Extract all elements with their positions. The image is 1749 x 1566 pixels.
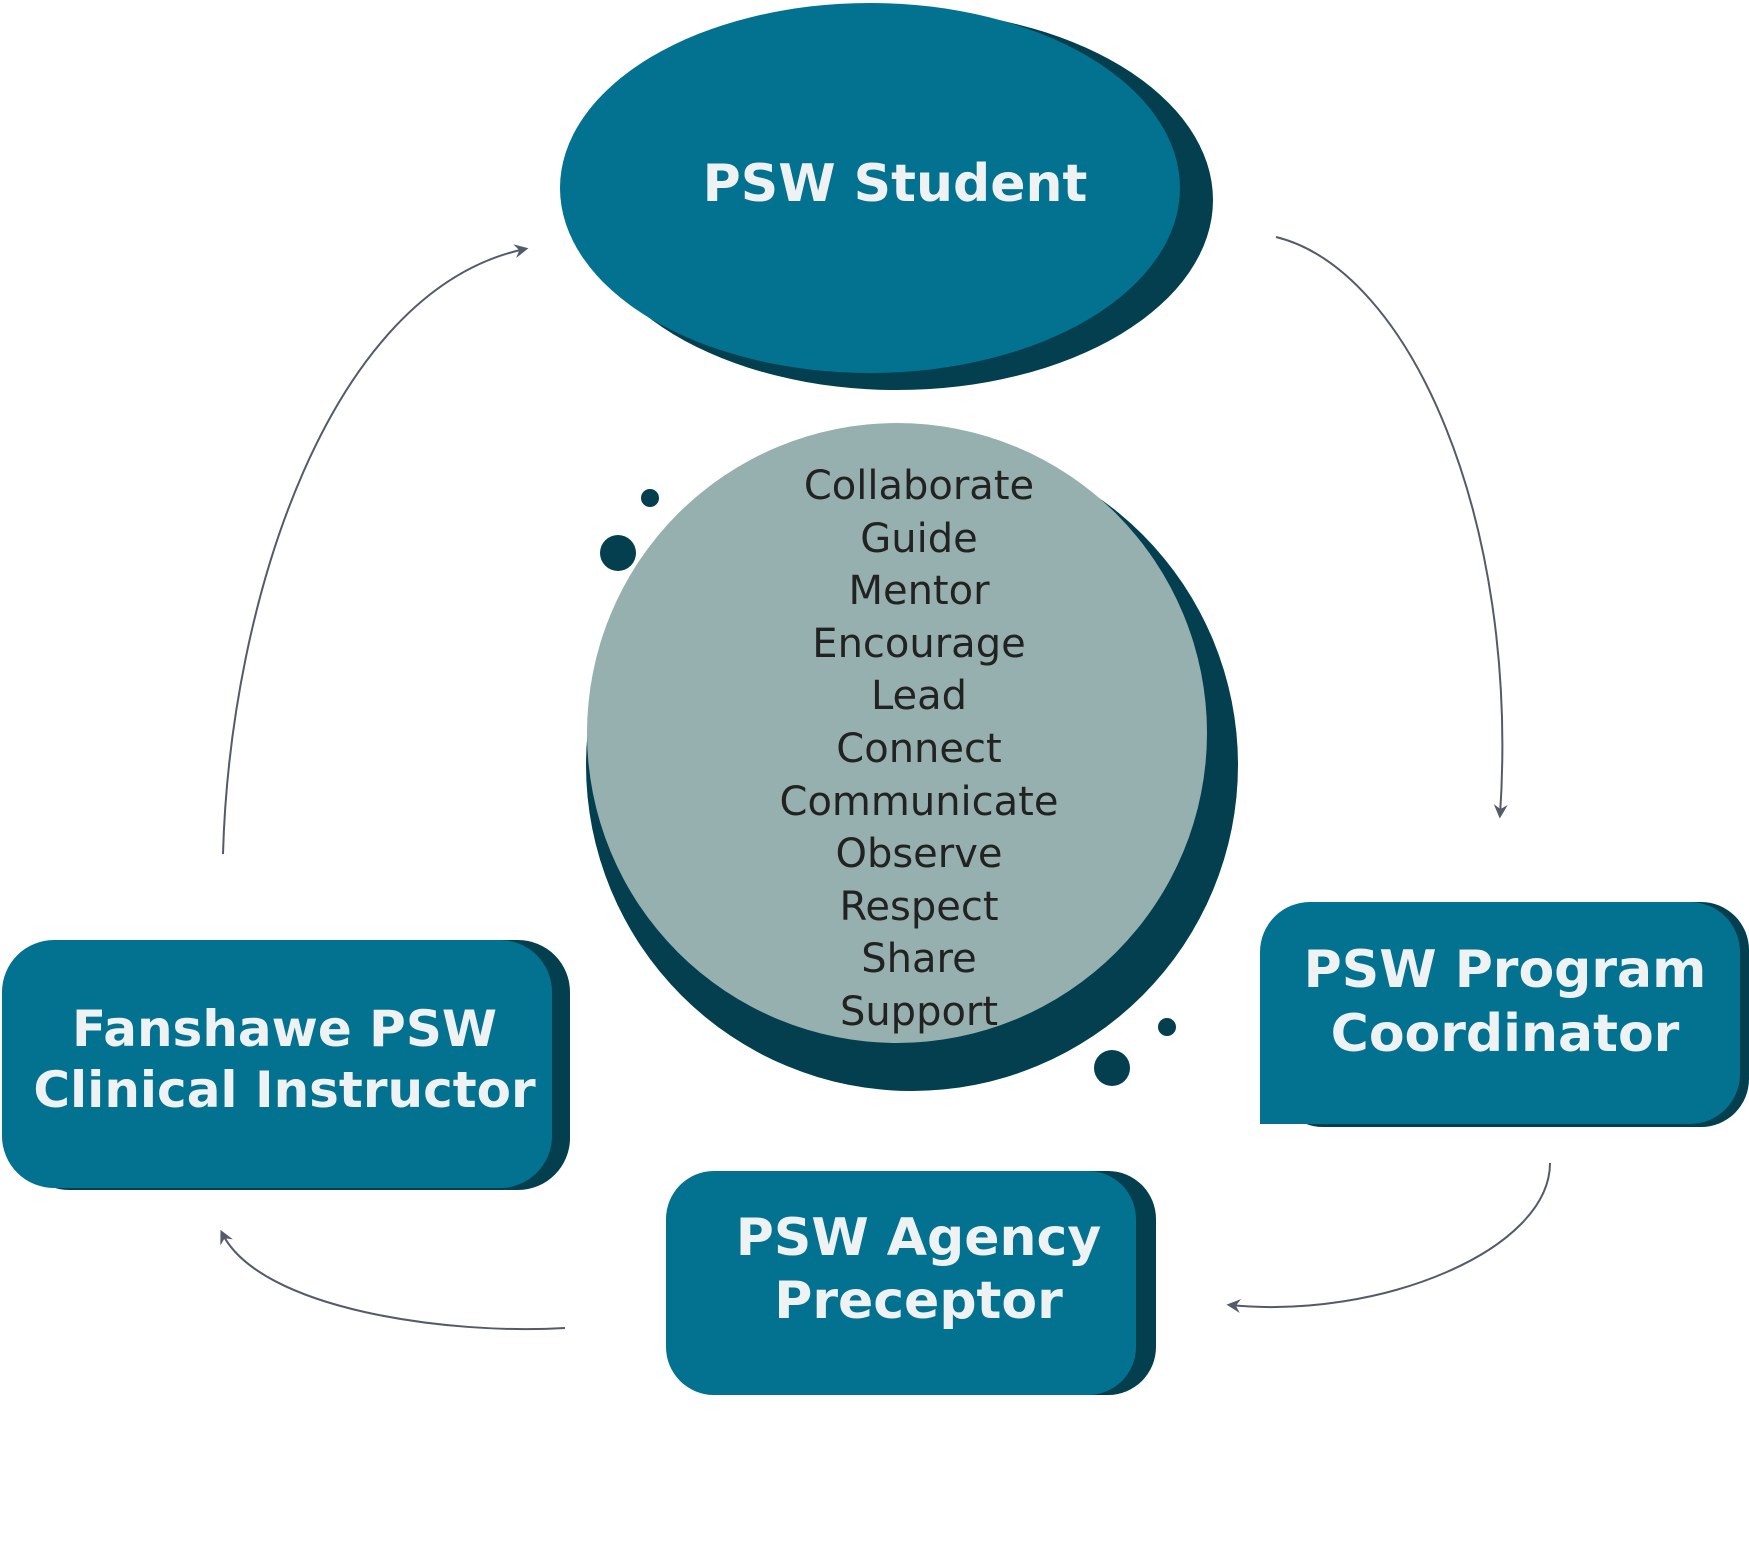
center-word: Respect bbox=[839, 883, 999, 930]
preceptor-node bbox=[666, 1171, 1136, 1395]
arrow-student-to-coordinator bbox=[1275, 236, 1508, 819]
center-word: Collaborate bbox=[803, 463, 1035, 509]
coordinator-title-line1: PSW Program bbox=[1303, 940, 1707, 1001]
decorative-dot bbox=[600, 535, 636, 571]
student-node bbox=[560, 3, 1180, 373]
preceptor-node-label: PSW Agency Preceptor bbox=[666, 1180, 1171, 1360]
arrow-instructor-to-student bbox=[222, 244, 529, 855]
coordinator-node-corner bbox=[1260, 1070, 1420, 1124]
center-word-list: Collaborate Guide Mentor Encourage Lead … bbox=[700, 460, 1138, 1050]
student-node-label: PSW Student bbox=[600, 130, 1190, 240]
coordinator-node bbox=[1260, 902, 1740, 1124]
student-title: PSW Student bbox=[702, 154, 1088, 215]
center-word: Observe bbox=[835, 831, 1003, 878]
instructor-title-line1: Fanshawe PSW bbox=[72, 1000, 497, 1058]
decorative-dot bbox=[641, 489, 659, 507]
instructor-node bbox=[2, 940, 552, 1188]
arrow-preceptor-to-instructor bbox=[220, 1229, 566, 1331]
center-word: Communicate bbox=[779, 778, 1059, 825]
center-word: Support bbox=[839, 988, 999, 1035]
center-word: Lead bbox=[870, 673, 968, 720]
preceptor-title-line2: Preceptor bbox=[774, 1271, 1063, 1331]
decorative-dot bbox=[1158, 1018, 1176, 1036]
center-word: Guide bbox=[860, 515, 978, 562]
center-word: Connect bbox=[836, 725, 1002, 772]
coordinator-title-line2: Coordinator bbox=[1330, 1003, 1680, 1064]
preceptor-title-line1: PSW Agency bbox=[735, 1207, 1102, 1268]
center-word: Share bbox=[861, 936, 977, 983]
arrow-coordinator-to-preceptor bbox=[1226, 1162, 1551, 1314]
center-circle bbox=[587, 423, 1207, 1043]
decorative-dot bbox=[1094, 1050, 1130, 1086]
instructor-node-label: Fanshawe PSW Clinical Instructor bbox=[2, 950, 567, 1170]
center-word: Encourage bbox=[812, 620, 1026, 667]
coordinator-node-label: PSW Program Coordinator bbox=[1260, 910, 1749, 1095]
center-word: Mentor bbox=[848, 568, 990, 615]
instructor-title-line2: Clinical Instructor bbox=[33, 1061, 536, 1119]
